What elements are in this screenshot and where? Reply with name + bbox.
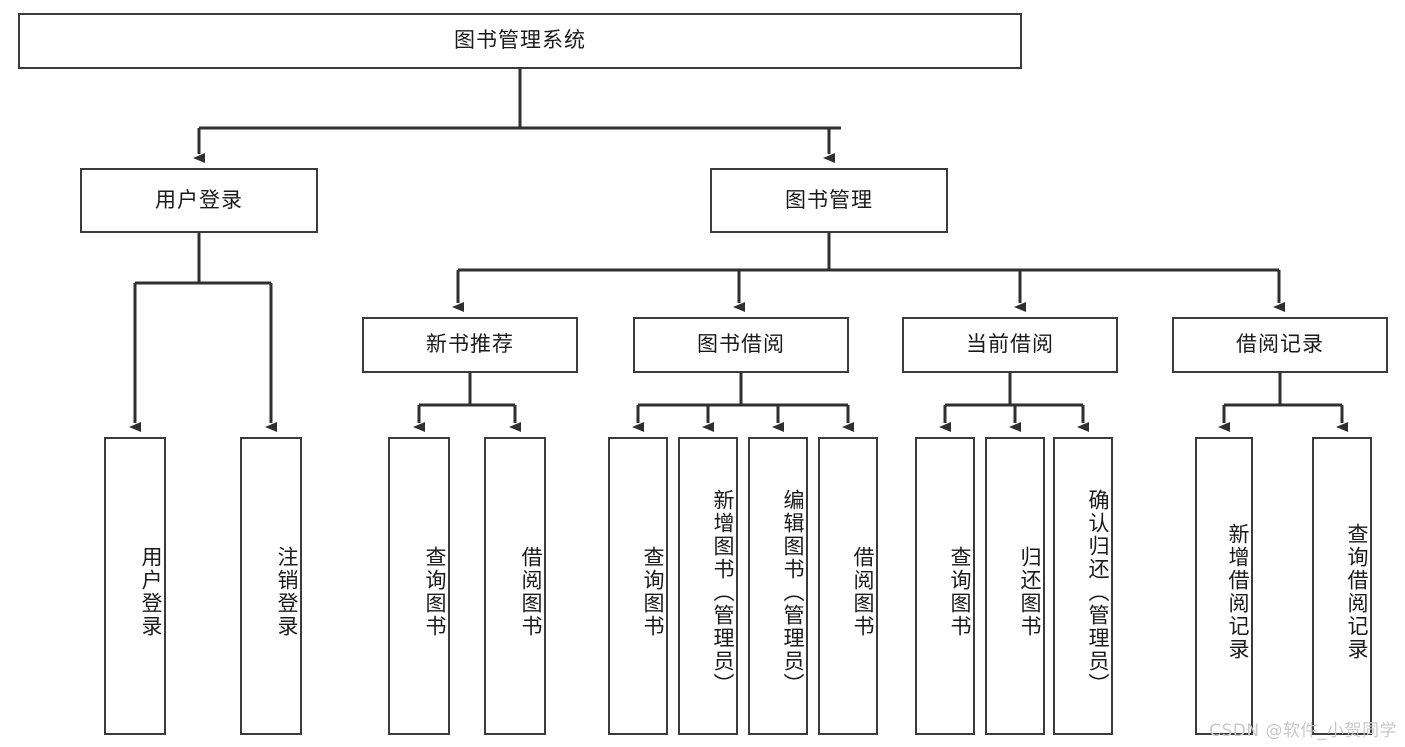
node-leaf-current-return[interactable]: 归还图书: [985, 437, 1045, 735]
node-leaf-borrow-query[interactable]: 查询图书: [608, 437, 668, 735]
node-book-management-module[interactable]: 图书管理: [710, 168, 948, 233]
node-current-borrow[interactable]: 当前借阅: [902, 317, 1118, 373]
node-new-book-recommend[interactable]: 新书推荐: [362, 317, 578, 373]
node-leaf-user-login-label: 用户登录: [139, 546, 163, 638]
node-leaf-borrow-edit[interactable]: 编辑图书（管理员）: [748, 437, 808, 735]
node-leaf-borrow-lend[interactable]: 借阅图书: [818, 437, 878, 735]
node-current-borrow-label: 当前借阅: [966, 332, 1054, 357]
watermark: CSDN @软件_小贺同学: [1209, 721, 1397, 741]
node-leaf-newbook-query[interactable]: 查询图书: [388, 437, 450, 735]
node-user-login-module-label: 用户登录: [155, 187, 243, 212]
node-leaf-current-confirm-label: 确认归还（管理员）: [1086, 488, 1110, 696]
node-leaf-borrow-query-label: 查询图书: [641, 546, 665, 638]
node-leaf-borrow-lend-label: 借阅图书: [851, 546, 875, 638]
node-leaf-record-query[interactable]: 查询借阅记录: [1312, 437, 1372, 735]
node-leaf-user-login[interactable]: 用户登录: [104, 437, 166, 735]
node-leaf-newbook-borrow[interactable]: 借阅图书: [484, 437, 546, 735]
node-leaf-user-logout[interactable]: 注销登录: [240, 437, 302, 735]
node-leaf-current-query-label: 查询图书: [948, 546, 972, 638]
node-user-login-module[interactable]: 用户登录: [80, 168, 318, 233]
node-borrow-record-label: 借阅记录: [1236, 332, 1324, 357]
node-leaf-borrow-edit-label: 编辑图书（管理员）: [781, 488, 805, 696]
node-book-borrow-label: 图书借阅: [697, 332, 785, 357]
node-leaf-newbook-query-label: 查询图书: [423, 546, 447, 638]
node-leaf-record-add[interactable]: 新增借阅记录: [1195, 437, 1253, 735]
node-root[interactable]: 图书管理系统: [18, 13, 1022, 69]
node-borrow-record[interactable]: 借阅记录: [1172, 317, 1388, 373]
node-new-book-recommend-label: 新书推荐: [426, 332, 514, 357]
node-root-label: 图书管理系统: [454, 28, 586, 53]
node-leaf-borrow-add-label: 新增图书（管理员）: [711, 488, 735, 696]
node-book-borrow[interactable]: 图书借阅: [633, 317, 849, 373]
node-book-management-module-label: 图书管理: [785, 187, 873, 212]
node-leaf-current-confirm[interactable]: 确认归还（管理员）: [1053, 437, 1113, 735]
node-leaf-user-logout-label: 注销登录: [275, 546, 299, 638]
node-leaf-record-query-label: 查询借阅记录: [1345, 523, 1369, 661]
node-leaf-record-add-label: 新增借阅记录: [1226, 523, 1250, 661]
node-leaf-newbook-borrow-label: 借阅图书: [519, 546, 543, 638]
node-leaf-current-query[interactable]: 查询图书: [915, 437, 975, 735]
node-leaf-current-return-label: 归还图书: [1018, 546, 1042, 638]
node-leaf-borrow-add[interactable]: 新增图书（管理员）: [678, 437, 738, 735]
